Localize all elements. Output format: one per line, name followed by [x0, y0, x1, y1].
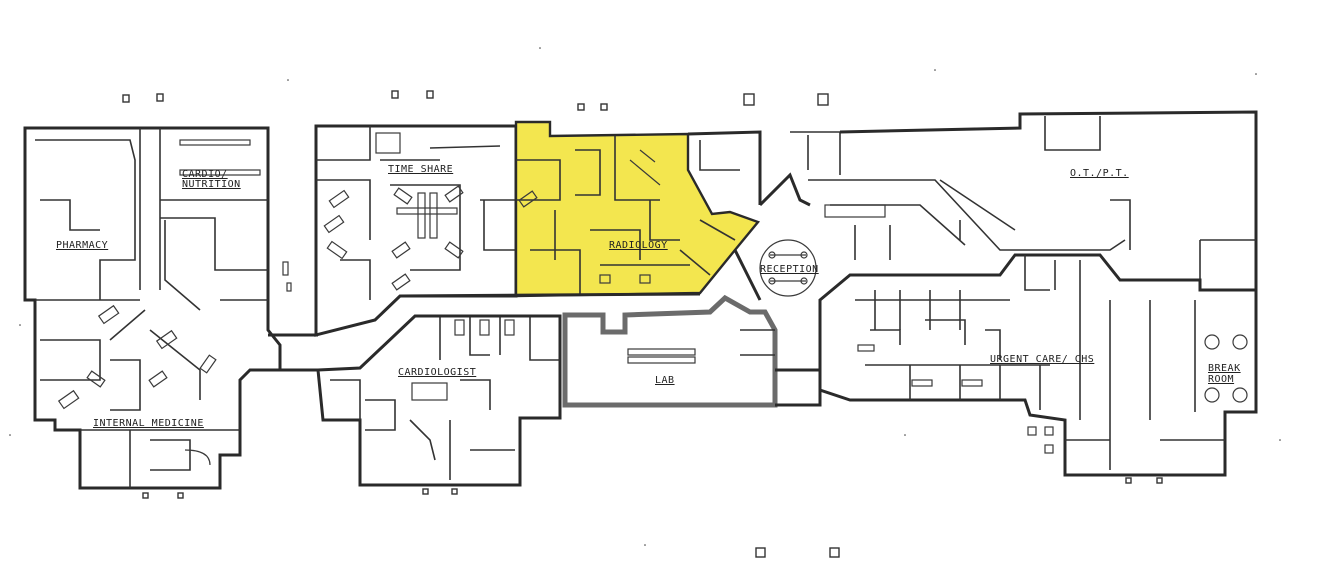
cardiologist-wing [316, 314, 562, 487]
column-markers [122, 90, 1163, 558]
left-wing [23, 126, 282, 490]
label-radiology: RADIOLOGY [609, 240, 668, 251]
label-cardio-nutrition-line1: CARDIO/ [182, 169, 228, 180]
ot-pt-wing [808, 110, 1258, 290]
label-lab: LAB [655, 375, 675, 386]
label-cardio-nutrition-line2: NUTRITION [182, 179, 241, 190]
label-time-share: TIME SHARE [388, 164, 453, 175]
label-pharmacy: PHARMACY [56, 240, 108, 251]
lab-area [562, 294, 778, 408]
label-internal-medicine: INTERNAL MEDICINE [93, 418, 204, 429]
north-middle [687, 130, 841, 205]
label-break-room-line2: ROOM [1208, 374, 1234, 385]
label-reception: RECEPTION [760, 264, 819, 275]
label-break-room-line1: BREAK [1208, 363, 1241, 374]
urgent-care-wing [818, 253, 1258, 477]
time-share-wing [314, 124, 518, 337]
reception-hall [733, 172, 822, 407]
radiology-area [514, 120, 761, 298]
label-urgent-care: URGENT CARE/ CHS [990, 354, 1094, 365]
label-ot-pt: O.T./P.T. [1070, 168, 1129, 179]
left-corridor [268, 261, 318, 372]
label-cardiologist: CARDIOLOGIST [398, 367, 476, 378]
department-labels: PHARMACY CARDIO/ NUTRITION INTERNAL MEDI… [56, 164, 1241, 429]
scan-specks [9, 47, 1281, 546]
main-corridor [399, 292, 701, 318]
